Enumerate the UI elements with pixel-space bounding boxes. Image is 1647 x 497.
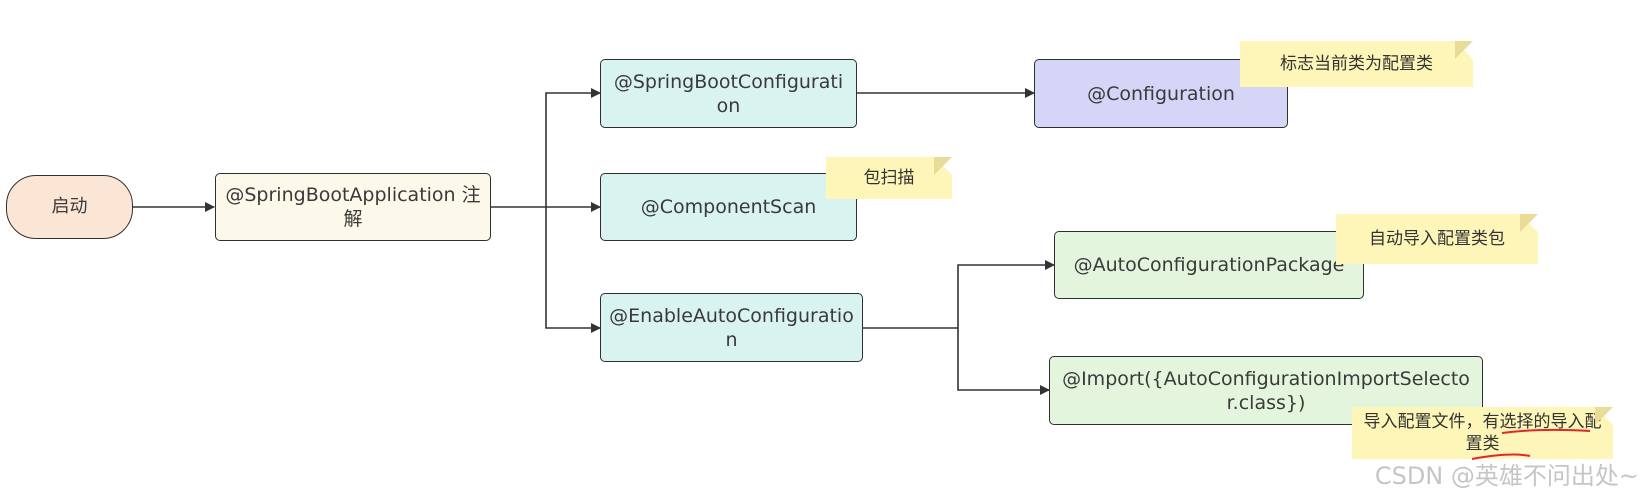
note-fold-shade (1595, 407, 1613, 425)
watermark: CSDN @英雄不问出处~ (1374, 462, 1639, 490)
node-componentscan: @ComponentScan (600, 173, 857, 241)
edge-enableauto-to-import (957, 328, 1050, 395)
node-springbootconfiguration: @SpringBootConfiguration (600, 59, 857, 128)
note-autoconfigurationpackage: 自动导入配置类包 (1336, 214, 1538, 264)
note-fold-shade (1520, 214, 1538, 232)
node-enableautoconfiguration: @EnableAutoConfiguration (600, 293, 863, 362)
node-autoconfigurationpackage: @AutoConfigurationPackage (1054, 231, 1364, 299)
node-start: 启动 (6, 175, 133, 239)
note-componentscan-text: 包扫描 (863, 168, 915, 188)
note-import-text: 导入配置文件，有选择的导入配置类 (1363, 412, 1602, 454)
note-import: 导入配置文件，有选择的导入配置类 (1352, 407, 1613, 459)
note-fold-shade (934, 157, 952, 175)
edge-app-to-sbconf (545, 88, 601, 207)
note-configuration: 标志当前类为配置类 (1240, 41, 1473, 87)
note-autopkg-text: 自动导入配置类包 (1369, 229, 1505, 249)
edge-enableauto-to-autopkg (957, 260, 1055, 328)
note-configuration-text: 标志当前类为配置类 (1280, 54, 1433, 74)
node-springbootapplication: @SpringBootApplication 注解 (215, 173, 491, 241)
note-componentscan: 包扫描 (826, 157, 952, 199)
note-fold-shade (1455, 41, 1473, 59)
edge-app-to-enableauto (545, 207, 601, 333)
